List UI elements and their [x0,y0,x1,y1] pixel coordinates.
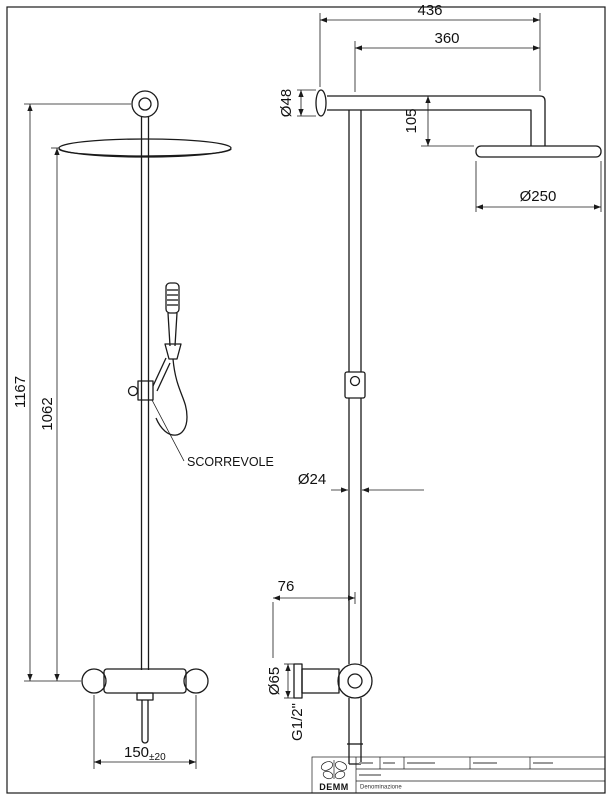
titleblock-microtext [473,762,497,764]
dim-column-height-label: 1062 [39,397,56,430]
dim-arm-diameter-label: Ø48 [278,89,295,117]
front-view [58,90,232,744]
demm-logo-icon [320,760,348,780]
shower-arm-side [315,89,546,146]
titleblock-microtext [407,762,435,764]
titleblock-microtext [359,762,373,764]
dim-pipe-diameter-label: Ø24 [298,471,326,488]
slider-bracket-side [344,371,366,399]
dim-wall-offset-label: 76 [278,578,295,595]
riser-pipe-front [140,116,150,670]
shower-head-front [58,138,232,158]
titleblock-microtext [383,762,395,764]
mixer-side [293,663,373,765]
side-view [293,89,602,765]
dim-head-diameter: Ø250 [475,161,602,212]
dim-arm-diameter: Ø48 [278,89,316,117]
titleblock-microtext [533,762,553,764]
dim-head-drop-label: 105 [403,108,420,133]
dim-inlet-spacing: 150±20 [93,695,197,769]
title-block: Denominazione DEMM [311,756,606,794]
dim-mixer-diameter: Ø65 [266,663,294,699]
demm-brand-label: DEMM [319,782,349,792]
dim-arm-length-label: 360 [434,30,459,47]
dim-arm-length: 360 [354,30,540,92]
dim-inlet-spacing-label: 150±20 [124,744,166,763]
dim-total-height-label: 1167 [12,376,29,408]
shower-head-side [475,145,602,158]
riser-pipe-side [348,110,362,664]
drawing-frame [6,6,606,794]
dim-top-width: 436 [319,2,541,91]
dim-mixer-diameter-label: Ø65 [266,667,283,695]
label-scorrevole: SCORREVOLE [151,399,274,469]
hand-shower [155,282,188,436]
label-thread: G1/2" [289,703,306,741]
dim-top-width-label: 436 [417,2,442,19]
dim-column-height: 1062 [39,147,60,681]
thread-label: G1/2" [289,703,306,741]
dim-pipe-diameter: Ø24 [298,471,424,493]
scorrevole-label: SCORREVOLE [187,455,274,469]
top-ring-connector [131,90,159,118]
dim-total-height: 1167 [12,103,131,682]
slider-bracket-front [127,357,171,401]
titleblock-field-denominazione: Denominazione [360,785,402,791]
titleblock-microtext [359,774,381,776]
mixer-front [81,668,209,744]
dim-head-drop: 105 [403,96,474,147]
dim-wall-offset: 76 [272,578,356,658]
dim-head-diameter-label: Ø250 [520,188,557,205]
